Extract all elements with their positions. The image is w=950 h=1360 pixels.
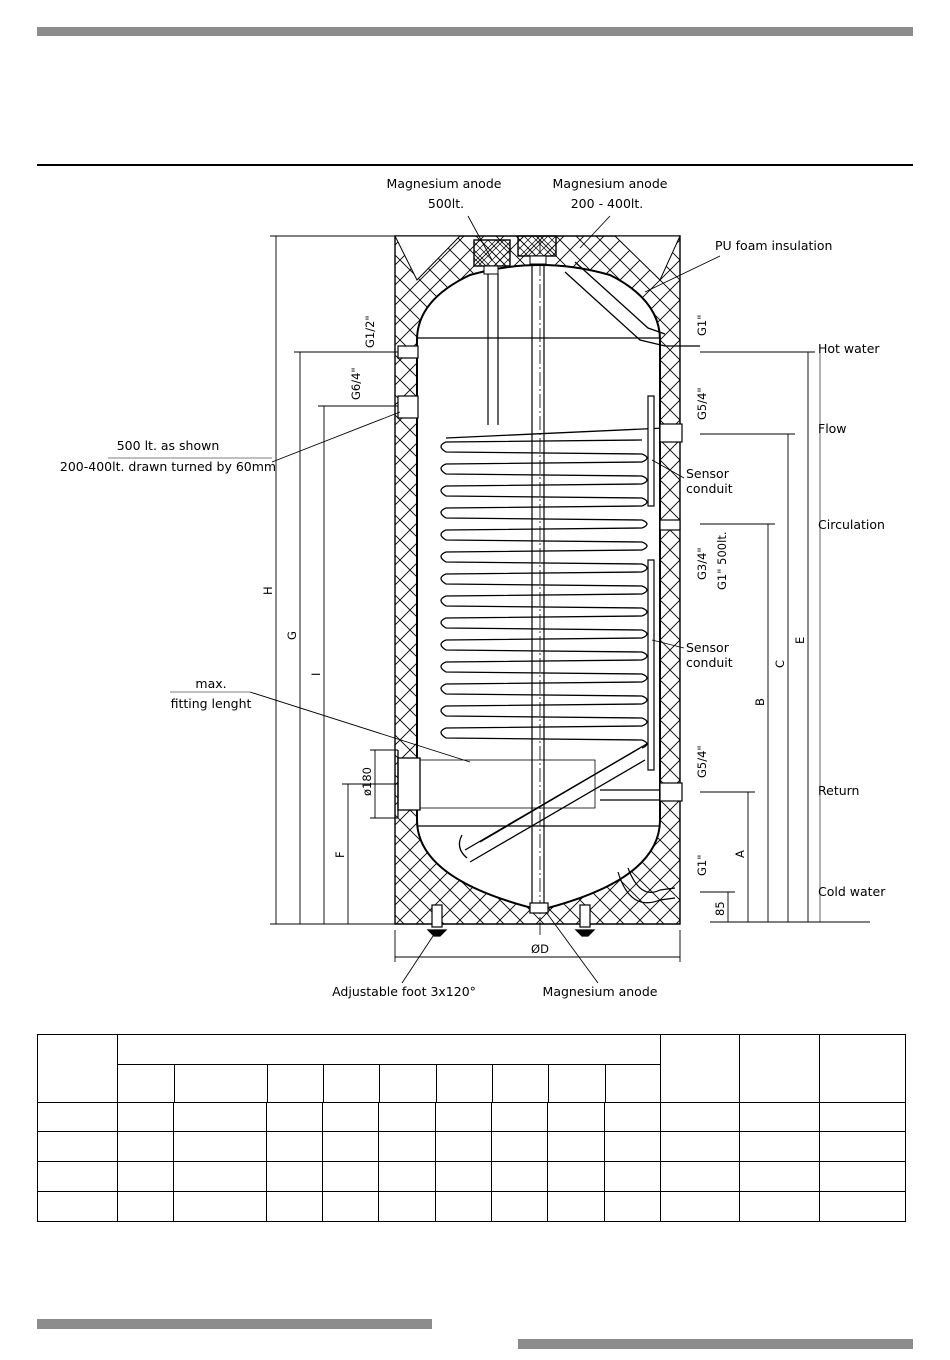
label-sensor-2b: conduit [686,655,733,670]
label-flow: Flow [818,421,847,436]
top-anode-caps [473,235,557,275]
dim-h: H [261,586,275,595]
coil-loop [440,549,648,573]
label-sensor-2a: Sensor [686,640,730,655]
adjustable-feet [426,902,596,937]
specification-table [37,1034,907,1222]
dim-g: G [285,631,299,640]
pipe-connections [397,345,683,904]
dim-e: E [793,637,807,644]
hot-water-pipe [564,261,700,347]
coil-loop [440,461,648,485]
dim-f: F [333,851,347,858]
insulation-jacket [394,235,681,925]
coil-loop [440,637,648,661]
top-header-bar [37,27,913,36]
label-note-500: 500 lt. as shown [117,438,220,453]
conn-g5-4-flow: G5/4" [695,387,709,420]
label-max: max. [195,676,226,691]
label-note-200-400: 200-400lt. drawn turned by 60mm [60,459,276,474]
inspection-flange [397,750,596,818]
label-fitting-length: fitting lenght [171,696,252,711]
coil-loop [440,659,648,683]
table-cell [37,1034,118,1103]
label-sensor-1a: Sensor [686,466,730,481]
coil-loop [440,593,648,617]
label-insulation: PU foam insulation [715,238,832,253]
footer-bar-right [518,1339,913,1349]
table-row [37,1131,907,1162]
dim-a: A [733,850,747,858]
table-row [37,1191,907,1222]
label-circulation: Circulation [818,517,885,532]
dim-85: 85 [713,901,727,916]
dim-phi180: ø180 [360,767,374,796]
coil-return-pipe [458,741,680,863]
label-anode-500-title: Magnesium anode [387,176,502,191]
table-header-row [37,1034,907,1103]
table-cell-group-header [116,1034,662,1103]
label-return: Return [818,783,859,798]
conn-g1-top: G1" [695,314,709,336]
table-cell [739,1034,821,1103]
label-hot-water: Hot water [818,341,880,356]
conn-g1-500: G1" 500lt. [715,532,729,590]
tank-shell [416,264,661,912]
coil-loop [440,505,648,529]
conn-g6-4: G6/4" [349,367,363,400]
sensor-conduits [647,395,655,771]
conn-g5-4-return: G5/4" [695,745,709,778]
table-cell [819,1034,907,1103]
dim-b: B [753,698,767,706]
coil-loop [440,703,648,727]
coil-loop [440,725,648,749]
label-anode-bottom: Magnesium anode [543,984,658,999]
dim-c: C [773,660,787,668]
dimension-lines [108,215,870,984]
header-divider-line [37,164,913,166]
label-anode-500-size: 500lt. [428,196,464,211]
coil-loop [440,615,648,639]
coil-loop [440,527,648,551]
coil-loop [440,439,648,463]
heating-coil [440,427,666,749]
label-cold-water: Cold water [818,884,886,899]
table-row [37,1102,907,1132]
water-heater-technical-drawing: Magnesium anode 500lt. Magnesium anode 2… [60,176,886,999]
label-sensor-1b: conduit [686,481,733,496]
conn-g1-cold: G1" [695,854,709,876]
table-row [37,1161,907,1192]
coil-loop [440,483,648,507]
coil-inlet [445,427,666,439]
label-foot: Adjustable foot 3x120° [332,984,476,999]
label-anode-200-400-size: 200 - 400lt. [571,196,644,211]
label-anode-200-400-title: Magnesium anode [553,176,668,191]
dim-d: ØD [531,942,549,956]
conn-g3-4: G3/4" [695,547,709,580]
table-cell [660,1034,741,1103]
coil-loop [440,571,648,595]
coil-loop [440,681,648,705]
dim-i: I [309,673,323,676]
conn-g1-2: G1/2" [363,315,377,348]
footer-bar-left [37,1319,432,1329]
